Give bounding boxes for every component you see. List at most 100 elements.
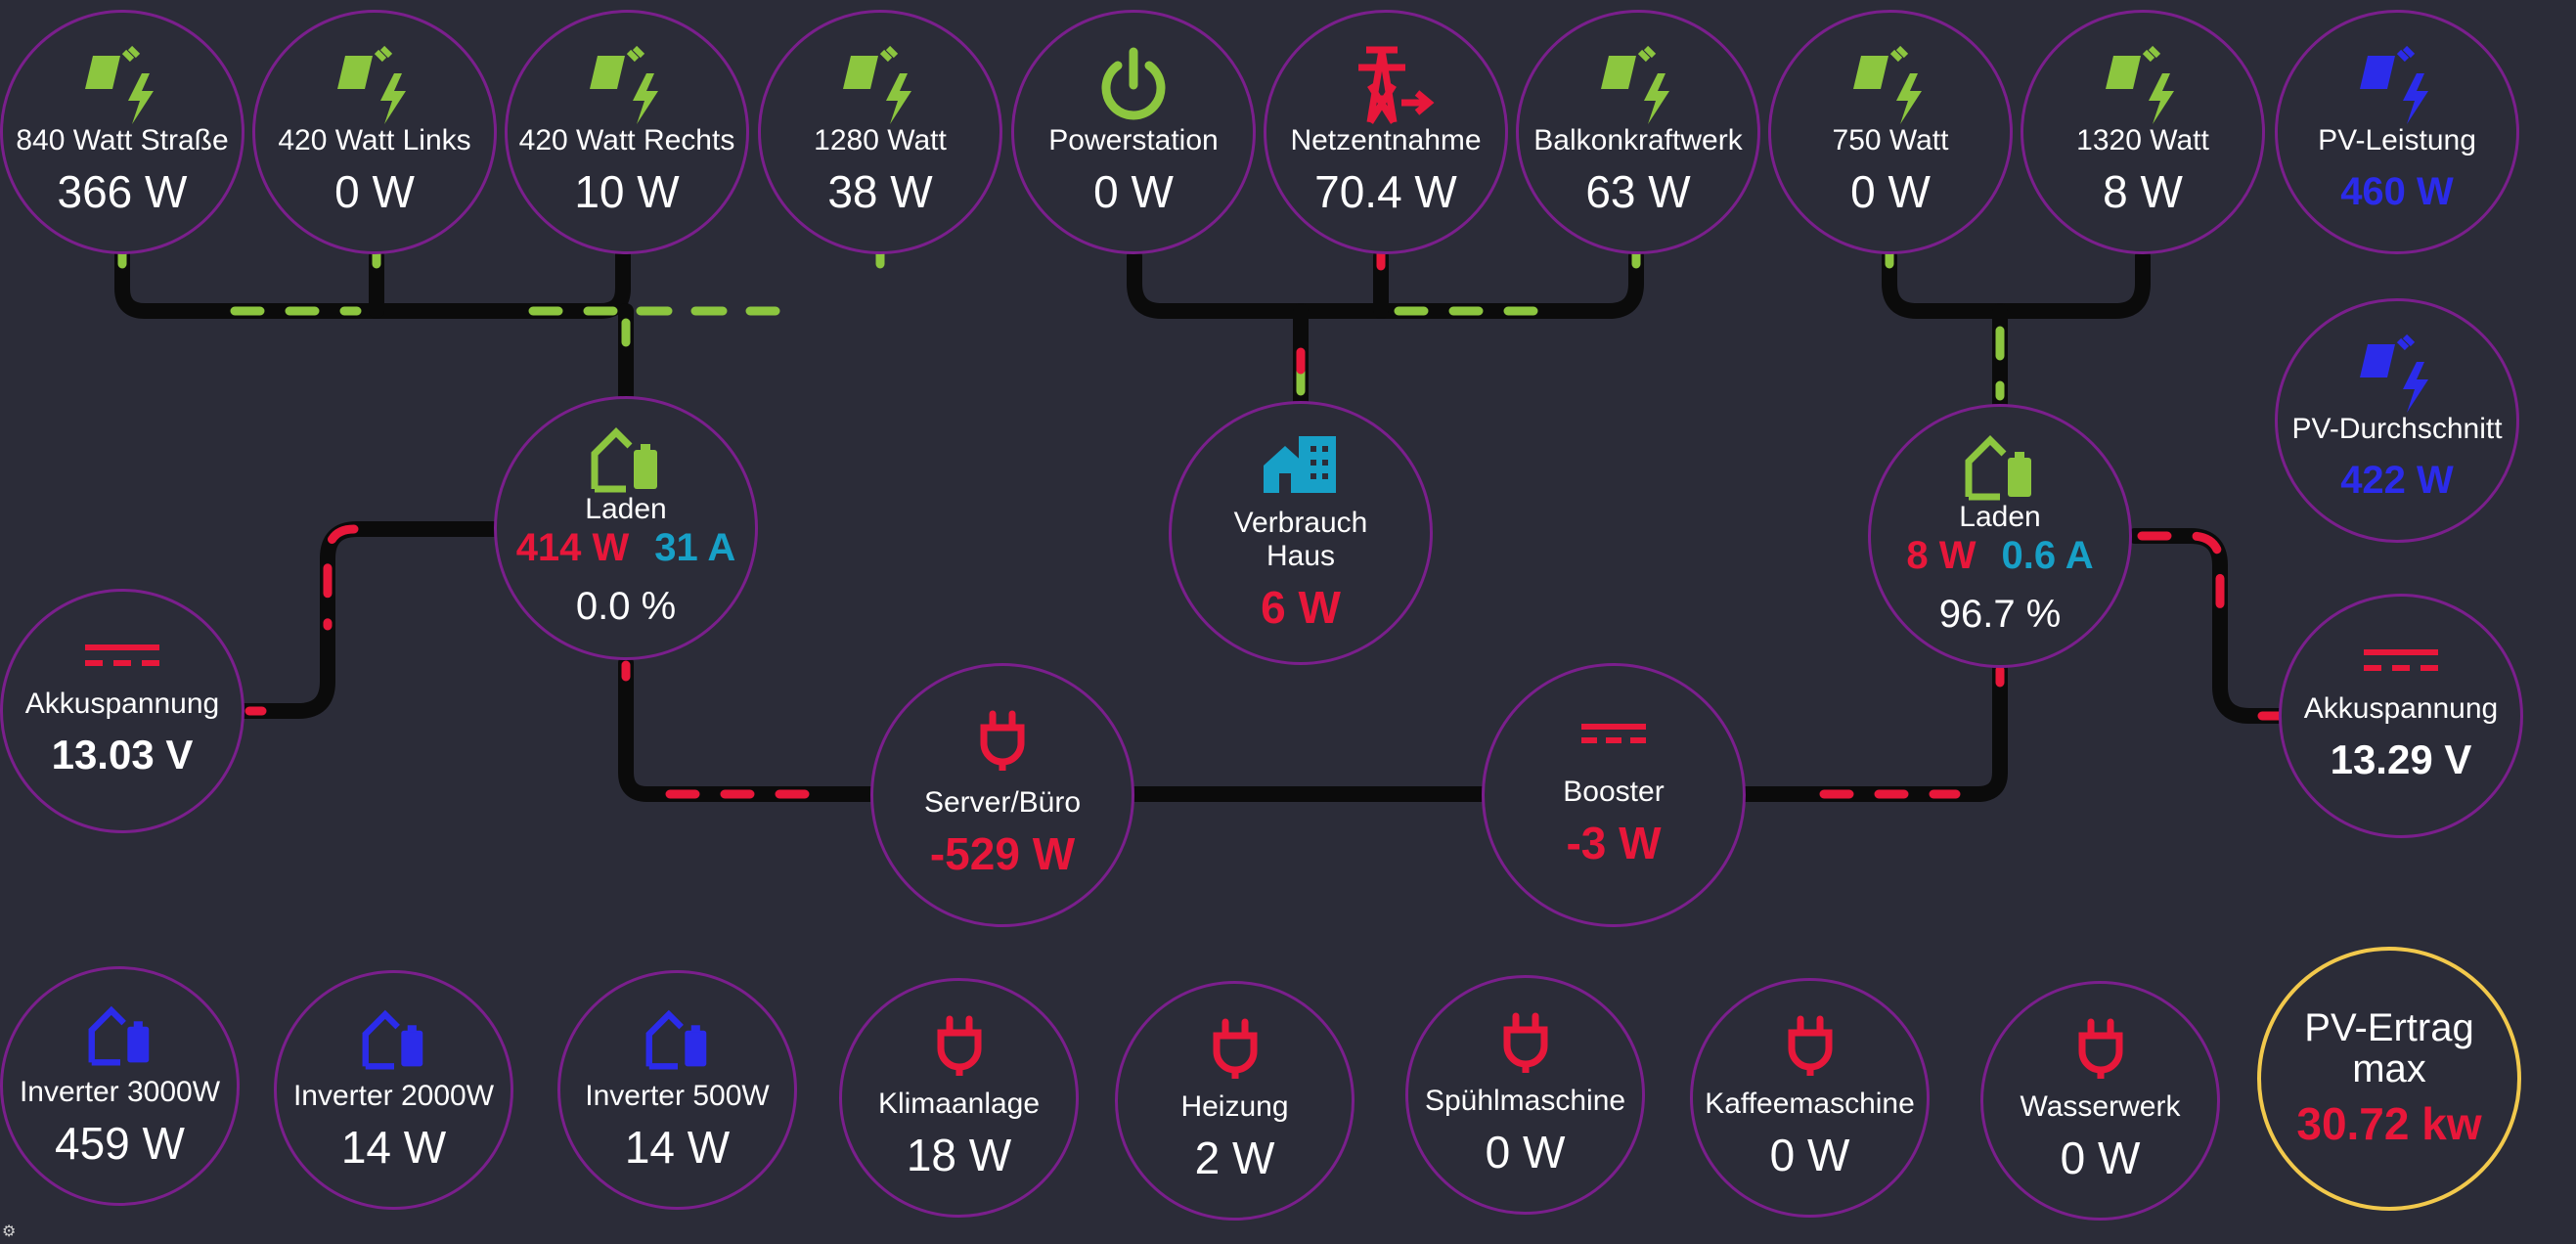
- panel-label: Powerstation: [1048, 124, 1219, 156]
- charger-label: Laden: [585, 492, 667, 525]
- charger-current: 31 A: [654, 525, 736, 569]
- pv-leistung[interactable]: PV-Leistung 460 W: [2275, 10, 2519, 254]
- akkuspannung-left[interactable]: Akkuspannung 13.03 V: [0, 589, 244, 833]
- power-plug-icon: [1788, 1015, 1832, 1076]
- battery-label: Akkuspannung: [24, 688, 220, 720]
- consumer-kaffeemaschine[interactable]: Kaffeemaschine 0 W: [1690, 978, 1930, 1218]
- panel-value: 0 W: [334, 166, 415, 217]
- consumer-value: 14 W: [340, 1121, 447, 1173]
- consumer-label: Inverter 3000W: [19, 1075, 221, 1108]
- booster[interactable]: Booster -3 W: [1482, 663, 1746, 927]
- consumer-label: Kaffeemaschine: [1705, 1087, 1915, 1120]
- home-battery-icon: [1965, 434, 2031, 500]
- booster-label: Booster: [1563, 776, 1665, 808]
- panel-label: 1280 Watt: [814, 124, 947, 156]
- gear-icon[interactable]: ⚙: [2, 1223, 17, 1240]
- pv-ertrag-value: 30.72 kw: [2296, 1098, 2482, 1149]
- consumer-spuehlmaschine[interactable]: Spühlmaschine 0 W: [1405, 975, 1645, 1215]
- charger-readings: 414 W 31 A: [516, 526, 736, 570]
- netzentnahme[interactable]: Netzentnahme 70.4 W: [1264, 10, 1508, 254]
- home-city-icon: [1264, 436, 1336, 493]
- battery-label: Akkuspannung: [2303, 692, 2499, 725]
- consumer-wasserwerk[interactable]: Wasserwerk 0 W: [1980, 981, 2220, 1221]
- akkuspannung-right[interactable]: Akkuspannung 13.29 V: [2279, 594, 2523, 838]
- consumer-value: 0 W: [2060, 1132, 2141, 1183]
- server-label: Server/Büro: [923, 786, 1082, 819]
- server-value: -529 W: [929, 828, 1076, 879]
- panel-value: 0 W: [1850, 166, 1931, 217]
- consumer-value: 459 W: [55, 1117, 185, 1169]
- pv-durchschnitt[interactable]: PV-Durchschnitt 422 W: [2275, 298, 2519, 543]
- consumer-inverter-500w[interactable]: Inverter 500W 14 W: [557, 970, 797, 1210]
- consumer-inverter-3000w[interactable]: Inverter 3000W 459 W: [0, 966, 240, 1206]
- consumer-label: Heizung: [1180, 1089, 1289, 1123]
- home-battery-icon: [88, 1005, 149, 1066]
- charger-soc: 0.0 %: [575, 584, 677, 628]
- consumer-label: Klimaanlage: [877, 1087, 1041, 1120]
- power-icon: [1101, 47, 1166, 120]
- charger-soc: 96.7 %: [1938, 592, 2062, 636]
- panel-label: PV-Leistung: [2318, 124, 2476, 156]
- solar-panel-icon: [85, 46, 154, 124]
- home-battery-icon: [591, 426, 657, 492]
- current-dc-icon: [1581, 724, 1646, 743]
- panel-value: 422 W: [2340, 459, 2454, 502]
- solar-panel-icon: [337, 46, 406, 124]
- power-plug-icon: [1503, 1012, 1547, 1073]
- panel-840-watt[interactable]: 840 Watt Straße 366 W: [0, 10, 244, 254]
- current-dc-icon: [85, 644, 159, 666]
- panel-1280-watt[interactable]: 1280 Watt 38 W: [758, 10, 1002, 254]
- solar-panel-icon: [1853, 46, 1922, 124]
- verbrauch-haus[interactable]: Verbrauch Haus 6 W: [1169, 401, 1433, 665]
- home-battery-icon: [645, 1009, 706, 1070]
- panel-420-links[interactable]: 420 Watt Links 0 W: [252, 10, 497, 254]
- solar-panel-icon: [1601, 46, 1669, 124]
- panel-value: 63 W: [1585, 166, 1691, 217]
- panel-label: PV-Durchschnitt: [2291, 413, 2503, 445]
- balkonkraftwerk[interactable]: Balkonkraftwerk 63 W: [1516, 10, 1760, 254]
- power-plug-icon: [937, 1015, 981, 1076]
- consumer-label: Inverter 2000W: [292, 1079, 495, 1112]
- home-battery-icon: [362, 1009, 422, 1070]
- solar-panel-icon: [2106, 46, 2174, 124]
- consumer-klimaanlage[interactable]: Klimaanlage 18 W: [839, 978, 1079, 1218]
- panel-420-rechts[interactable]: 420 Watt Rechts 10 W: [505, 10, 749, 254]
- panel-value: 0 W: [1093, 166, 1174, 217]
- consumer-label: Wasserwerk: [2020, 1089, 2181, 1123]
- house-value: 6 W: [1261, 582, 1341, 633]
- consumer-heizung[interactable]: Heizung 2 W: [1115, 981, 1355, 1221]
- current-dc-icon: [2364, 649, 2438, 671]
- panel-1320-watt[interactable]: 1320 Watt 8 W: [2021, 10, 2265, 254]
- panel-value: 8 W: [2103, 166, 2183, 217]
- panel-value: 460 W: [2340, 170, 2454, 213]
- charger-left[interactable]: Laden 414 W 31 A 0.0 %: [494, 396, 758, 660]
- panel-value: 10 W: [574, 166, 680, 217]
- server-buero[interactable]: Server/Büro -529 W: [870, 663, 1134, 927]
- consumer-value: 2 W: [1194, 1132, 1275, 1183]
- panel-750-watt[interactable]: 750 Watt 0 W: [1768, 10, 2013, 254]
- solar-panel-icon: [2360, 334, 2428, 413]
- charger-power: 414 W: [515, 525, 630, 569]
- consumer-value: 14 W: [624, 1121, 731, 1173]
- pv-ertrag-max[interactable]: PV-Ertrag max 30.72 kw: [2257, 947, 2521, 1211]
- consumer-value: 18 W: [906, 1129, 1012, 1180]
- panel-label: 420 Watt Links: [278, 124, 471, 156]
- consumer-label: Inverter 500W: [585, 1079, 770, 1112]
- consumer-inverter-2000w[interactable]: Inverter 2000W 14 W: [274, 970, 513, 1210]
- charger-readings: 8 W 0.6 A: [1906, 534, 2093, 578]
- panel-label: 420 Watt Rechts: [518, 124, 735, 156]
- battery-value: 13.29 V: [2330, 736, 2472, 782]
- powerstation[interactable]: Powerstation 0 W: [1011, 10, 1256, 254]
- pv-ertrag-label: PV-Ertrag max: [2304, 1006, 2474, 1090]
- battery-value: 13.03 V: [51, 732, 194, 778]
- consumer-label: Spühlmaschine: [1424, 1084, 1626, 1117]
- power-plug-icon: [1213, 1018, 1257, 1079]
- booster-value: -3 W: [1566, 818, 1662, 868]
- solar-panel-icon: [2360, 46, 2428, 124]
- panel-label: 840 Watt Straße: [16, 124, 229, 156]
- panel-value: 366 W: [57, 166, 188, 217]
- charger-right[interactable]: Laden 8 W 0.6 A 96.7 %: [1868, 404, 2132, 668]
- solar-panel-icon: [843, 46, 911, 124]
- charger-label: Laden: [1959, 500, 2041, 533]
